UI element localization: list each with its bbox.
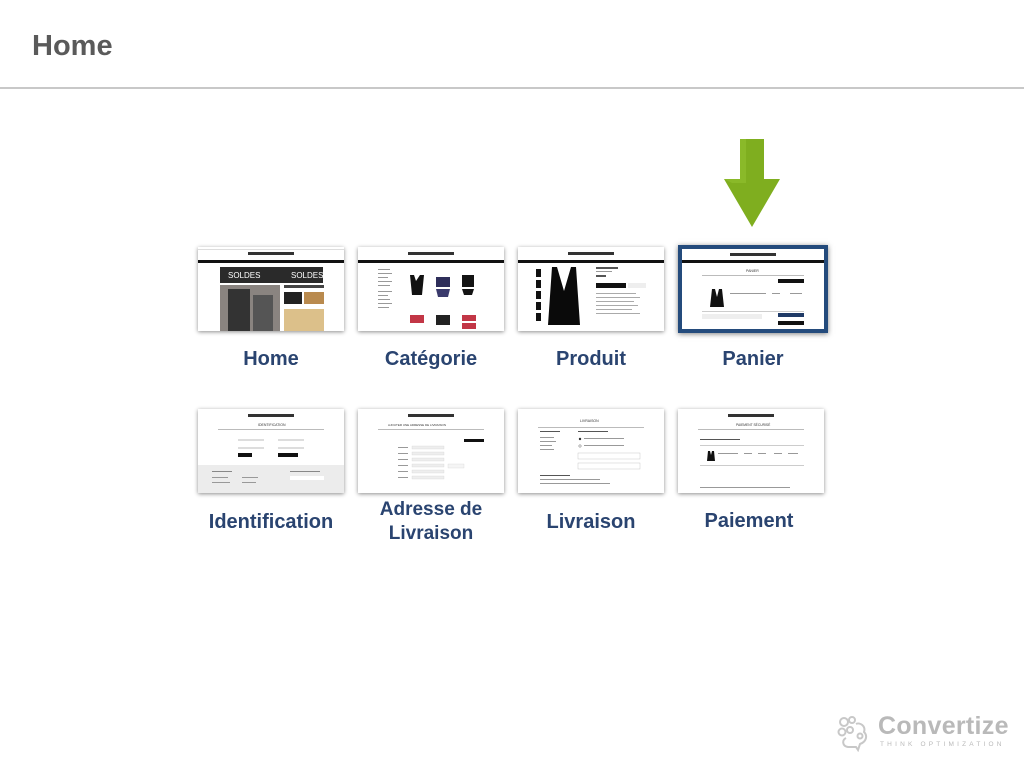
- down-arrow-icon: [724, 139, 780, 227]
- delivery-address-page-preview: AJOUTER UNE ADRESSE DE LIVRAISON: [358, 409, 504, 493]
- logo-wordmark: Convertize: [878, 712, 1009, 741]
- login-heading: IDENTIFICATION: [258, 423, 286, 427]
- payment-heading: PAIEMENT SÉCURISÉ: [736, 422, 771, 427]
- category-page-preview: [358, 247, 504, 331]
- step-label-home: Home: [186, 347, 356, 371]
- address-heading: AJOUTER UNE ADRESSE DE LIVRAISON: [388, 423, 446, 427]
- step-label-delivery-address-line2: Livraison: [346, 522, 516, 546]
- step-thumbnail-delivery[interactable]: LIVRAISON: [518, 409, 664, 493]
- brain-icon: [836, 714, 874, 752]
- home-page-preview: SOLDES SOLDES: [198, 247, 344, 331]
- identification-page-preview: IDENTIFICATION: [198, 409, 344, 493]
- product-page-preview: [518, 247, 664, 331]
- step-label-cart: Panier: [668, 347, 838, 371]
- cart-page-preview: PANIER: [682, 249, 824, 329]
- step-thumbnail-delivery-address[interactable]: AJOUTER UNE ADRESSE DE LIVRAISON: [358, 409, 504, 493]
- step-thumbnail-identification[interactable]: IDENTIFICATION: [198, 409, 344, 493]
- step-label-payment: Paiement: [664, 509, 834, 533]
- delivery-heading: LIVRAISON: [580, 419, 599, 423]
- step-label-category: Catégorie: [346, 347, 516, 371]
- cart-heading: PANIER: [746, 269, 759, 273]
- step-label-delivery: Livraison: [506, 510, 676, 534]
- step-thumbnail-product[interactable]: [518, 247, 664, 331]
- step-label-product: Produit: [506, 347, 676, 371]
- page-title: Home: [32, 30, 113, 63]
- step-label-identification: Identification: [186, 510, 356, 534]
- step-thumbnail-category[interactable]: [358, 247, 504, 331]
- step-thumbnail-home[interactable]: SOLDES SOLDES: [198, 247, 344, 331]
- step-thumbnail-cart[interactable]: PANIER: [678, 245, 828, 333]
- convertize-logo: Convertize THINK OPTIMIZATION: [836, 712, 1012, 754]
- payment-page-preview: PAIEMENT SÉCURISÉ: [678, 409, 824, 493]
- home-banner-text: SOLDES: [228, 271, 260, 280]
- step-label-delivery-address-line1: Adresse de: [346, 498, 516, 522]
- header-divider: [0, 87, 1024, 89]
- logo-tagline: THINK OPTIMIZATION: [880, 741, 1005, 748]
- step-thumbnail-payment[interactable]: PAIEMENT SÉCURISÉ: [678, 409, 824, 493]
- svg-text:SOLDES: SOLDES: [291, 271, 323, 280]
- delivery-page-preview: LIVRAISON: [518, 409, 664, 493]
